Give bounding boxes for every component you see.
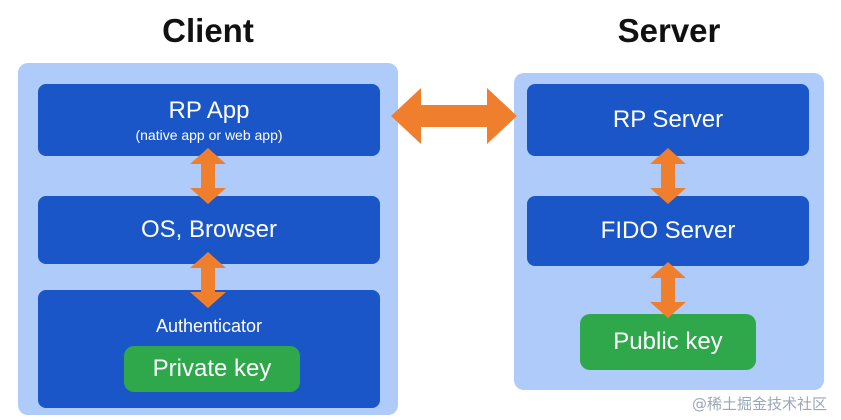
public-key-box: Public key	[580, 314, 756, 370]
os-browser-title: OS, Browser	[140, 216, 278, 244]
rp-app-box: RP App (native app or web app)	[38, 84, 380, 156]
os-authenticator-arrow	[190, 252, 226, 308]
authenticator-title: Authenticator	[155, 316, 263, 336]
rpserver-fido-arrow	[650, 148, 686, 204]
fido-server-title: FIDO Server	[600, 217, 736, 245]
fido-publickey-arrow	[650, 262, 686, 318]
server-heading: Server	[617, 12, 721, 49]
client-server-arrow	[391, 88, 517, 144]
watermark-text: @稀土掘金技术社区	[691, 395, 827, 413]
rp-app-title: RP App	[168, 97, 250, 125]
client-heading: Client	[162, 12, 254, 49]
rp-server-title: RP Server	[612, 106, 724, 134]
rp-server-box: RP Server	[527, 84, 809, 156]
rp-app-subtitle: (native app or web app)	[135, 126, 283, 143]
os-browser-box: OS, Browser	[38, 196, 380, 264]
rpapp-os-arrow	[190, 148, 226, 204]
private-key-box: Private key	[124, 346, 300, 392]
fido-server-box: FIDO Server	[527, 196, 809, 266]
